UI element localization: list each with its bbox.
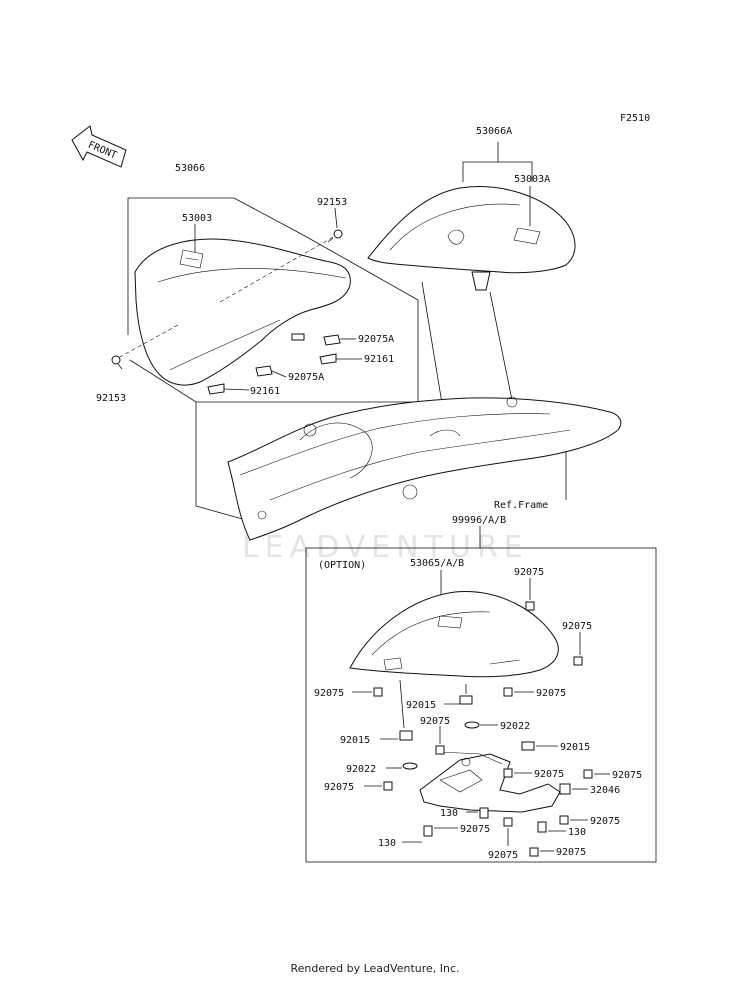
hook-92161-2-icon	[207, 383, 250, 395]
seat-cowl	[367, 186, 576, 274]
label-92075a-2: 92075A	[288, 372, 324, 383]
seat-cowl-group: 53066A 53003A	[367, 126, 576, 441]
label-53003a: 53003A	[514, 174, 550, 185]
damper-92075a-2-icon	[255, 365, 287, 378]
label-92075a-1: 92075A	[358, 334, 394, 345]
label-92075-k: 92075	[488, 850, 518, 861]
label-92022-b: 92022	[346, 764, 376, 775]
front-arrow-icon: FRONT	[71, 125, 127, 168]
label-92153-left: 92153	[96, 393, 126, 404]
label-92022-a: 92022	[500, 721, 530, 732]
hook-92161-1-icon	[319, 353, 362, 365]
solo-cowl	[349, 591, 559, 678]
label-92161-2: 92161	[250, 386, 280, 397]
solo-cowl-group: 53065/A/B	[314, 558, 642, 861]
rider-seat	[134, 238, 351, 386]
label-53065: 53065/A/B	[410, 558, 464, 569]
option-box	[305, 547, 657, 863]
label-92075-j: 92075	[460, 824, 490, 835]
label-92015-b: 92015	[340, 735, 370, 746]
label-ref-frame: Ref.Frame	[494, 500, 548, 511]
washer-92022-a-icon	[464, 721, 480, 729]
footer-credit: Rendered by LeadVenture, Inc.	[290, 962, 460, 975]
label-92075-i: 92075	[590, 816, 620, 827]
label-92161-1: 92161	[364, 354, 394, 365]
label-92075-a: 92075	[514, 567, 544, 578]
mounting-stay	[419, 753, 561, 813]
label-option: (OPTION)	[318, 560, 366, 571]
label-92075-g: 92075	[612, 770, 642, 781]
washer-92022-b-icon	[402, 762, 418, 770]
label-92075-f: 92075	[534, 769, 564, 780]
subframe: Ref.Frame	[227, 396, 622, 541]
label-92075-c: 92075	[314, 688, 344, 699]
bolt-icons	[373, 601, 593, 857]
label-92015-a: 92015	[406, 700, 436, 711]
label-92075-b: 92075	[562, 621, 592, 632]
label-92075-h: 92075	[324, 782, 354, 793]
label-92075-e: 92075	[420, 716, 450, 727]
label-130-c: 130	[378, 838, 396, 849]
label-130-a: 130	[440, 808, 458, 819]
rider-seat-group: 53066 53003 92153 92153 92075A 92161 920…	[96, 163, 419, 521]
watermark-text: LEADVENTURE	[242, 530, 529, 565]
label-53066: 53066	[175, 163, 205, 174]
label-32046: 32046	[590, 785, 620, 796]
label-53003: 53003	[182, 213, 212, 224]
label-99996: 99996/A/B	[452, 515, 506, 526]
label-92075-d: 92075	[536, 688, 566, 699]
damper-32046-icon	[559, 783, 571, 795]
damper-92015-b-icon	[399, 730, 413, 741]
figure-id: F2510	[620, 113, 650, 124]
screw-92153-left-icon	[111, 355, 123, 370]
damper-92075a-1-icon	[323, 334, 356, 346]
label-92153-top: 92153	[317, 197, 347, 208]
label-53066a: 53066A	[476, 126, 512, 137]
screw-92153-top-icon	[327, 229, 343, 243]
damper-92015-c-icon	[521, 741, 535, 751]
label-92075-l: 92075	[556, 847, 586, 858]
label-92015-c: 92015	[560, 742, 590, 753]
damper-92015-a-icon	[459, 695, 473, 705]
label-130-b: 130	[568, 827, 586, 838]
